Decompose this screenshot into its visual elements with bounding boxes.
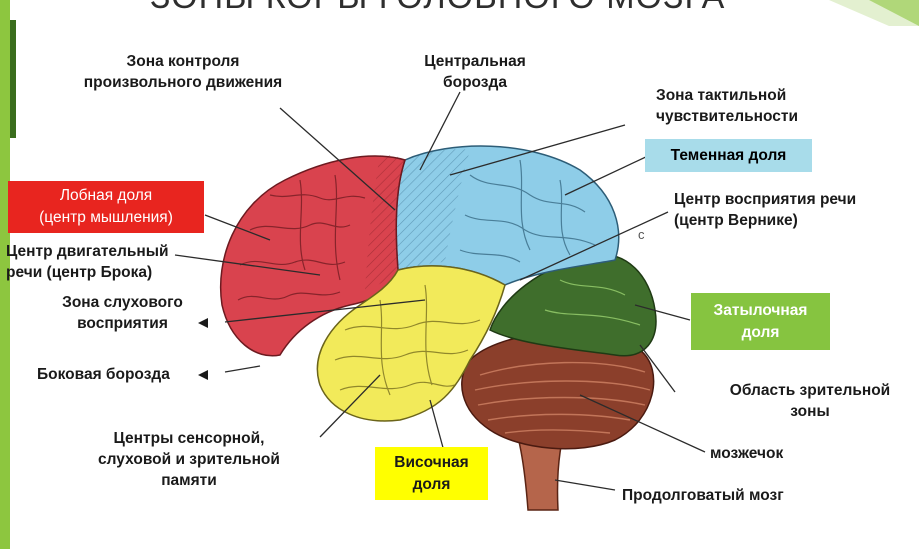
parietal-lobe-box: Теменная доля (645, 139, 812, 172)
label-wernicke-center: Центр восприятия речи(центр Вернике) (674, 189, 856, 231)
label-medulla: Продолговатый мозг (622, 485, 784, 506)
small-mark: c (638, 224, 645, 245)
frontal-lobe-box: Лобная доля(центр мышления) (8, 181, 204, 233)
label-lateral-sulcus: Боковая борозда (37, 364, 170, 385)
label-cerebellum: мозжечок (710, 443, 783, 464)
